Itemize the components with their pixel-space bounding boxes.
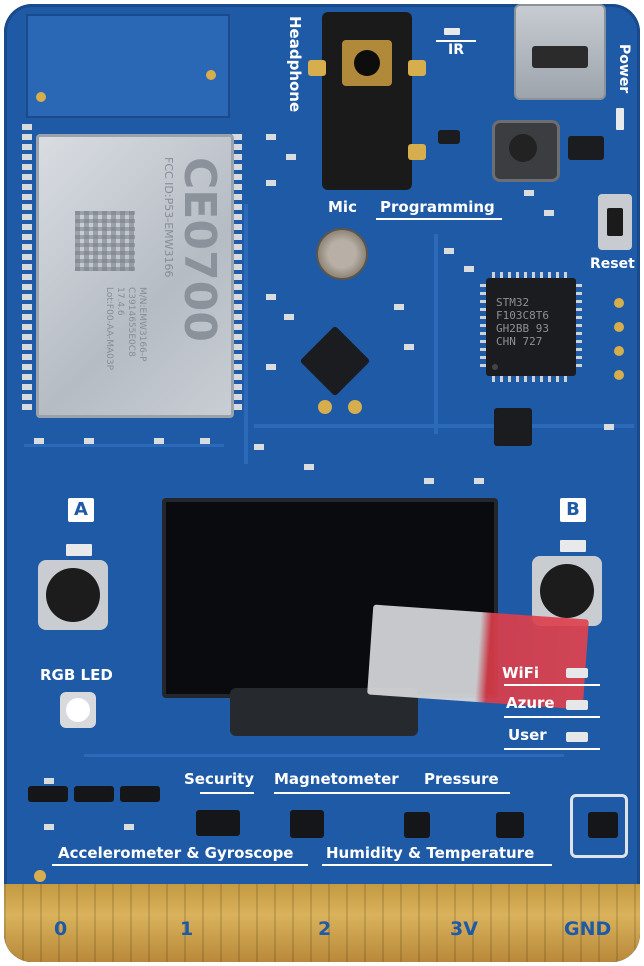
module-info-block: M/N:EMW3166-P C3914655E0C8 17.4.6 Lot:F0…: [104, 287, 149, 407]
button-a-label: A: [68, 498, 94, 522]
button-a[interactable]: [38, 560, 108, 630]
user-label: User: [508, 726, 547, 744]
button-a-led: [66, 544, 92, 556]
power-regulator: [568, 136, 604, 160]
magnetometer-chip: [404, 812, 430, 838]
headphone-jack[interactable]: [322, 12, 412, 190]
wifi-label: WiFi: [502, 664, 540, 682]
pcb-trace: [434, 234, 438, 434]
mcu-line3: GH2BB 93: [496, 322, 549, 335]
crystal: [494, 408, 532, 446]
accelerometer-gyroscope-chip: [290, 810, 324, 838]
microphone: [316, 228, 368, 280]
micro-usb-port[interactable]: [514, 4, 606, 100]
transistor: [28, 786, 68, 802]
debug-pad: [614, 322, 624, 332]
transistor: [74, 786, 114, 802]
edge-pin-1[interactable]: 1: [180, 918, 194, 940]
azure-label: Azure: [506, 694, 555, 712]
module-pads-right: [232, 134, 242, 414]
rgb-led-label: RGB LED: [40, 666, 113, 684]
security-label: Security: [184, 770, 255, 788]
jack-pad: [308, 60, 326, 76]
module-qr-code: [75, 211, 135, 271]
pcb-board: CE0700 FCC ID:P53-EMW3166 M/N:EMW3166-P …: [4, 4, 640, 962]
mcu-line4: CHN 727: [496, 335, 543, 348]
edge-pin-gnd[interactable]: GND: [564, 918, 612, 940]
security-chip: [196, 810, 240, 836]
edge-pin-3v[interactable]: 3V: [450, 918, 478, 940]
programming-underline: [376, 218, 502, 220]
humidity-temperature-label: Humidity & Temperature: [326, 844, 535, 862]
ir-label: IR: [448, 42, 464, 58]
debug-pad: [614, 298, 624, 308]
power-inductor: [492, 120, 560, 182]
ir-transistor: [438, 130, 460, 144]
azure-led: [566, 700, 588, 710]
module-ce-mark: CE0700: [174, 157, 225, 342]
pcb-trace: [244, 204, 248, 464]
module-text-block: FCC ID:P53-EMW3166: [149, 157, 179, 417]
programming-label: Programming: [380, 198, 495, 216]
pressure-label: Pressure: [424, 770, 499, 788]
headphone-jack-ring: [342, 40, 392, 86]
fiducial-pad: [34, 870, 46, 882]
pcb-trace: [254, 424, 634, 428]
button-b-label: B: [560, 498, 586, 522]
protective-film-tab: [367, 604, 589, 710]
pcb-trace: [84, 754, 564, 757]
accelerometer-gyroscope-label: Accelerometer & Gyroscope: [58, 844, 294, 862]
user-led: [566, 732, 588, 742]
reset-button[interactable]: [598, 194, 632, 250]
humidity-temperature-chip: [588, 812, 618, 838]
mcu-chip: STM32 F103C8T6 GH2BB 93 CHN 727: [486, 278, 576, 376]
module-fcc-id: FCC ID:P53-EMW3166: [162, 157, 175, 278]
power-led: [616, 108, 624, 130]
module-line5: Lot:F00-AA-MA03P: [104, 287, 114, 371]
antenna-pad: [36, 92, 46, 102]
mcu-line2: F103C8T6: [496, 309, 549, 322]
jack-pad: [408, 60, 426, 76]
pcb-trace: [24, 444, 224, 447]
antenna-pad: [206, 70, 216, 80]
module-line4: 17.4.6: [115, 287, 125, 316]
power-label: Power: [616, 44, 632, 94]
test-pad: [318, 400, 332, 414]
edge-connector: [4, 884, 640, 962]
debug-pad: [614, 370, 624, 380]
rgb-led: [60, 692, 96, 728]
transistor: [120, 786, 160, 802]
reset-label: Reset: [590, 256, 635, 272]
module-ce-area: CE0700: [174, 157, 227, 407]
test-pad: [348, 400, 362, 414]
oled-connector: [230, 688, 418, 736]
button-b-led: [560, 540, 586, 552]
wifi-antenna: [26, 14, 230, 118]
headphone-label: Headphone: [286, 16, 304, 113]
mcu-line1: STM32: [496, 296, 530, 309]
module-line3: C3914655E0C8: [126, 287, 136, 357]
module-pads-left: [22, 124, 32, 414]
jack-pad: [408, 144, 426, 160]
pressure-chip: [496, 812, 524, 838]
button-b[interactable]: [532, 556, 602, 626]
mic-label: Mic: [328, 198, 357, 216]
magnetometer-label: Magnetometer: [274, 770, 399, 788]
edge-pin-0[interactable]: 0: [54, 918, 68, 940]
module-model: M/N:EMW3166-P: [137, 287, 147, 362]
audio-codec-chip: [299, 325, 371, 397]
wifi-led: [566, 668, 588, 678]
ir-led: [444, 28, 460, 35]
ir-underline: [436, 40, 476, 42]
edge-pin-2[interactable]: 2: [318, 918, 332, 940]
humidity-sensor-outline: [570, 794, 628, 858]
debug-pad: [614, 346, 624, 356]
wifi-module: CE0700 FCC ID:P53-EMW3166 M/N:EMW3166-P …: [36, 134, 234, 418]
